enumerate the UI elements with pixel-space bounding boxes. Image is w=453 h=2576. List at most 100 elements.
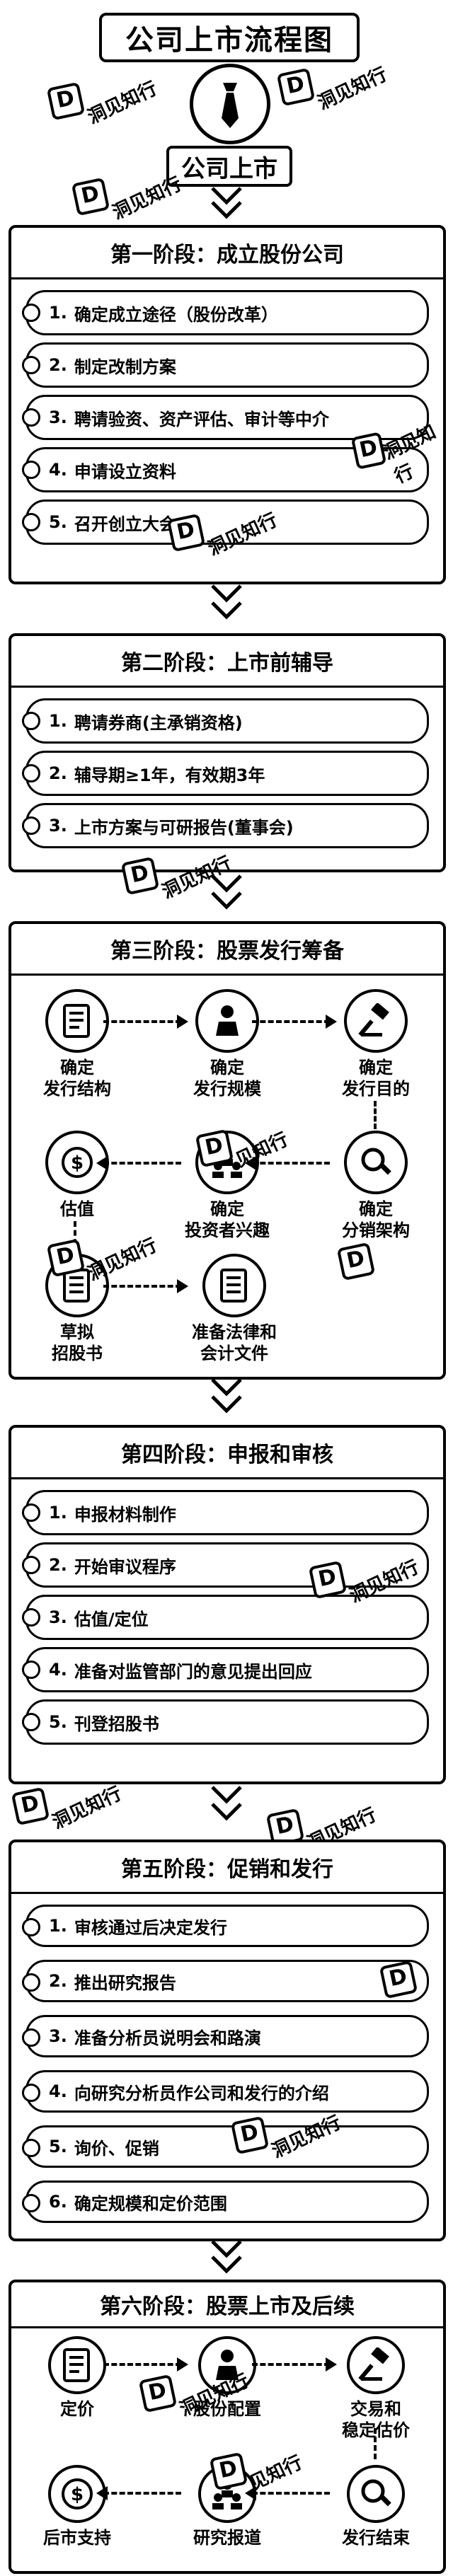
stage-4-title: 第四阶段：申报和审核: [121, 1443, 333, 1467]
step-number: 2.: [49, 1555, 67, 1575]
watermark-text: 洞见知行: [84, 77, 161, 128]
down-arrow: [374, 1101, 379, 1129]
stage-4-step: 2. 开始审议程序: [22, 1542, 429, 1588]
stage-5-step: 1.审核通过后决定发行: [22, 1905, 429, 1947]
step-number: 3.: [49, 816, 67, 836]
left-arrow: [245, 1156, 330, 1170]
stage-1-step: 1.确定成立途径（股份改革）: [22, 290, 429, 335]
stage-3-node: 确定 分销架构: [323, 1131, 429, 1241]
watermark-logo-icon: D: [138, 2374, 178, 2413]
stage-5-title: 第五阶段：促销和发行: [121, 1857, 333, 1882]
step-text: 辅导期≥1年，有效期3年: [74, 765, 265, 785]
stage-4-step: 1.申报材料制作: [22, 1490, 429, 1535]
step-number: 4.: [49, 1660, 67, 1680]
stage-6-node: 定价: [24, 2336, 130, 2420]
watermark-logo-icon: D: [46, 81, 86, 121]
watermark-logo-icon: D: [71, 177, 110, 216]
bullet-dot: [22, 2028, 40, 2047]
step-text: 聘请验资、资产评估、审计等中介: [74, 409, 329, 429]
left-arrow: [245, 2486, 330, 2500]
step-text: 召开创立大会: [74, 514, 176, 534]
node-label: 后市支持: [43, 2528, 111, 2548]
step-text: 确定规模和定价范围: [74, 2193, 227, 2214]
stage-2: 第二阶段：上市前辅导 1.聘请券商(主承销资格) 2.辅导期≥1年，有效期3年 …: [8, 633, 446, 872]
node-label: 准备法律和 会计文件: [192, 1322, 277, 1363]
watermark-logo-icon: D: [350, 432, 387, 470]
stage-5-step: 4. 向研究分析员作公司和发行的介绍: [22, 2070, 429, 2113]
watermark-logo-icon: D: [308, 1560, 348, 1600]
step-number: 5.: [49, 1712, 67, 1732]
stage-3-node: 确定 发行规模: [174, 989, 280, 1099]
down-arrow: [374, 2428, 379, 2459]
hero-label: 公司上市: [181, 154, 277, 183]
watermark-text: 洞见知行: [314, 63, 391, 114]
step-text: 估值/定位: [74, 1609, 149, 1629]
list-document-icon: [45, 1254, 109, 1317]
step-number: 1.: [49, 711, 67, 731]
node-label: 股份配置: [193, 2399, 261, 2419]
step-text: 准备分析员说明会和路演: [74, 2028, 261, 2048]
node-label: 确定 分销架构: [342, 1199, 410, 1240]
person-icon: [198, 2336, 256, 2394]
svg-text:$: $: [71, 1153, 84, 1174]
stage-3-node: 草拟 招股书: [24, 1254, 130, 1364]
stage-4-header: 第四阶段：申报和审核: [11, 1428, 443, 1479]
stage-3-node: 确定 发行目的: [323, 989, 429, 1099]
stage-6-node: 股份配置: [174, 2336, 280, 2420]
bullet-dot: [22, 1556, 40, 1574]
watermark-logo-icon: D: [195, 1128, 234, 1168]
page-title-box: 公司上市流程图: [99, 13, 360, 62]
stage-5-steps: 1.审核通过后决定发行 2.推出研究报告 3.准备分析员说明会和路演 4.向研究…: [22, 1905, 429, 2236]
step-number: 4.: [49, 2081, 67, 2101]
step-number: 3.: [49, 408, 67, 427]
watermark-logo-icon: D: [46, 1238, 86, 1278]
stage-4-step: 3. 估值/定位: [22, 1595, 429, 1640]
stage-5-header: 第五阶段：促销和发行: [11, 1842, 443, 1894]
stage-6-header: 第六阶段：股票上市及后续: [11, 2282, 443, 2328]
down-arrow-icon: [211, 874, 242, 910]
bullet-dot: [22, 2139, 40, 2157]
stage-2-title: 第二阶段：上市前辅导: [121, 651, 333, 676]
right-arrow: [252, 1015, 337, 1029]
node-label: 研究报道: [193, 2528, 261, 2548]
right-arrow: [103, 2357, 188, 2372]
bullet-dot: [22, 764, 40, 782]
stage-5-step: 2.推出研究报告: [22, 1960, 429, 2002]
step-text: 开始审议程序: [74, 1556, 176, 1577]
step-text: 申报材料制作: [74, 1504, 176, 1525]
step-text: 向研究分析员作公司和发行的介绍: [74, 2083, 329, 2103]
down-arrow-icon: [211, 1786, 242, 1821]
stage-5: 第五阶段：促销和发行 1.审核通过后决定发行 2.推出研究报告 3.准备分析员说…: [8, 1839, 446, 2241]
node-label: 确定 投资者兴趣: [185, 1199, 270, 1240]
bullet-dot: [22, 1918, 40, 1936]
bullet-dot: [22, 2194, 40, 2212]
right-arrow: [103, 1015, 188, 1029]
node-label: 草拟 招股书: [52, 1322, 103, 1363]
stage-4-step: 5. 刊登招股书: [22, 1699, 429, 1745]
watermark-logo-icon: D: [336, 1242, 376, 1281]
step-text: 上市方案与可研报告(董事会): [74, 817, 294, 838]
stage-6-node: 交易和 稳定估价: [323, 2336, 429, 2441]
node-label: 估值: [60, 1199, 94, 1219]
step-number: 1.: [49, 1916, 67, 1936]
step-text: 刊登招股书: [74, 1714, 159, 1734]
stage-3-node: 确定 发行结构: [24, 989, 130, 1099]
stage-6-node: 发行结束: [323, 2465, 429, 2548]
bullet-dot: [22, 2084, 40, 2102]
stage-4-steps: 1.申报材料制作 2.开始审议程序 3.估值/定位 4.准备对监管部门的意见提出…: [22, 1490, 429, 1752]
step-number: 6.: [49, 2192, 67, 2212]
step-text: 申请设立资料: [74, 461, 176, 482]
step-text: 制定改制方案: [74, 357, 176, 377]
step-number: 3.: [49, 1607, 67, 1627]
stage-5-step: 6. 确定规模和定价范围: [22, 2181, 429, 2223]
step-text: 询价、促销: [74, 2138, 159, 2159]
watermark: D: [336, 1242, 376, 1281]
